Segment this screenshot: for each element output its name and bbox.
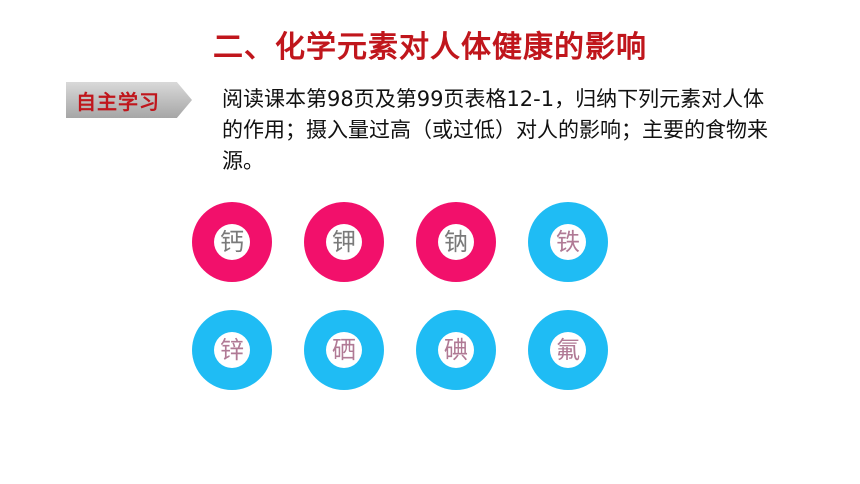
element-label: 铁	[550, 224, 586, 260]
element-circle-sodium[interactable]: 钠	[416, 202, 496, 282]
self-study-tag: 自主学习	[66, 82, 192, 118]
element-circle-calcium[interactable]: 钙	[192, 202, 272, 282]
self-study-label: 自主学习	[76, 89, 160, 114]
element-label: 钠	[438, 224, 474, 260]
element-circle-fluorine[interactable]: 氟	[528, 310, 608, 390]
element-label: 硒	[326, 332, 362, 368]
element-circle-zinc[interactable]: 锌	[192, 310, 272, 390]
element-label: 氟	[550, 332, 586, 368]
element-circle-iodine[interactable]: 碘	[416, 310, 496, 390]
element-label: 碘	[438, 332, 474, 368]
element-label: 钙	[214, 224, 250, 260]
element-circle-potassium[interactable]: 钾	[304, 202, 384, 282]
element-label: 锌	[214, 332, 250, 368]
instruction-text: 阅读课本第98页及第99页表格12-1，归纳下列元素对人体的作用；摄入量过高（或…	[222, 87, 768, 173]
element-circle-iron[interactable]: 铁	[528, 202, 608, 282]
page-title: 二、化学元素对人体健康的影响	[213, 30, 647, 65]
element-circle-selenium[interactable]: 硒	[304, 310, 384, 390]
element-label: 钾	[326, 224, 362, 260]
